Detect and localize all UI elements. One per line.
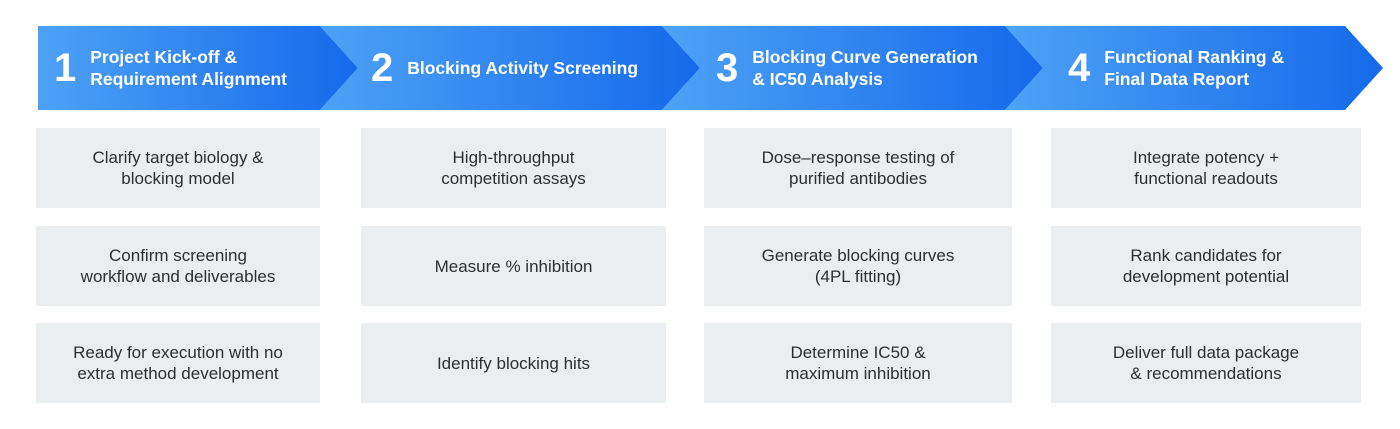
step-3-header: 3 Blocking Curve Generation & IC50 Analy…: [716, 26, 1006, 110]
step-2-card-2: Measure % inhibition: [361, 226, 666, 306]
step-4-card-3: Deliver full data package & recommendati…: [1051, 323, 1361, 403]
step-3-title: Blocking Curve Generation & IC50 Analysi…: [752, 47, 978, 89]
step-4-header: 4 Functional Ranking & Final Data Report: [1068, 26, 1348, 110]
step-1-title: Project Kick-off & Requirement Alignment: [90, 47, 287, 89]
step-1-card-1: Clarify target biology & blocking model: [36, 128, 320, 208]
step-2-title: Blocking Activity Screening: [407, 58, 639, 78]
step-2-header: 2 Blocking Activity Screening: [371, 26, 671, 110]
step-2-arrow: [320, 26, 700, 110]
step-1-number: 1: [54, 46, 77, 90]
step-2-number: 2: [371, 46, 394, 90]
step-4-title: Functional Ranking & Final Data Report: [1104, 47, 1285, 89]
step-1-header: 1 Project Kick-off & Requirement Alignme…: [54, 26, 324, 110]
step-4-card-1: Integrate potency + functional readouts: [1051, 128, 1361, 208]
step-3-arrow: [662, 26, 1043, 110]
step-3-card-2: Generate blocking curves (4PL fitting): [704, 226, 1012, 306]
step-3-number: 3: [716, 46, 739, 90]
step-4-card-2: Rank candidates for development potentia…: [1051, 226, 1361, 306]
step-2-card-1: High-throughput competition assays: [361, 128, 666, 208]
step-2-card-3: Identify blocking hits: [361, 323, 666, 403]
step-4-arrow: [1005, 26, 1383, 110]
step-1-card-3: Ready for execution with no extra method…: [36, 323, 320, 403]
step-1-card-2: Confirm screening workflow and deliverab…: [36, 226, 320, 306]
step-3-card-1: Dose–response testing of purified antibo…: [704, 128, 1012, 208]
step-3-card-3: Determine IC50 & maximum inhibition: [704, 323, 1012, 403]
step-1-arrow: [38, 26, 358, 110]
step-4-number: 4: [1068, 46, 1091, 90]
